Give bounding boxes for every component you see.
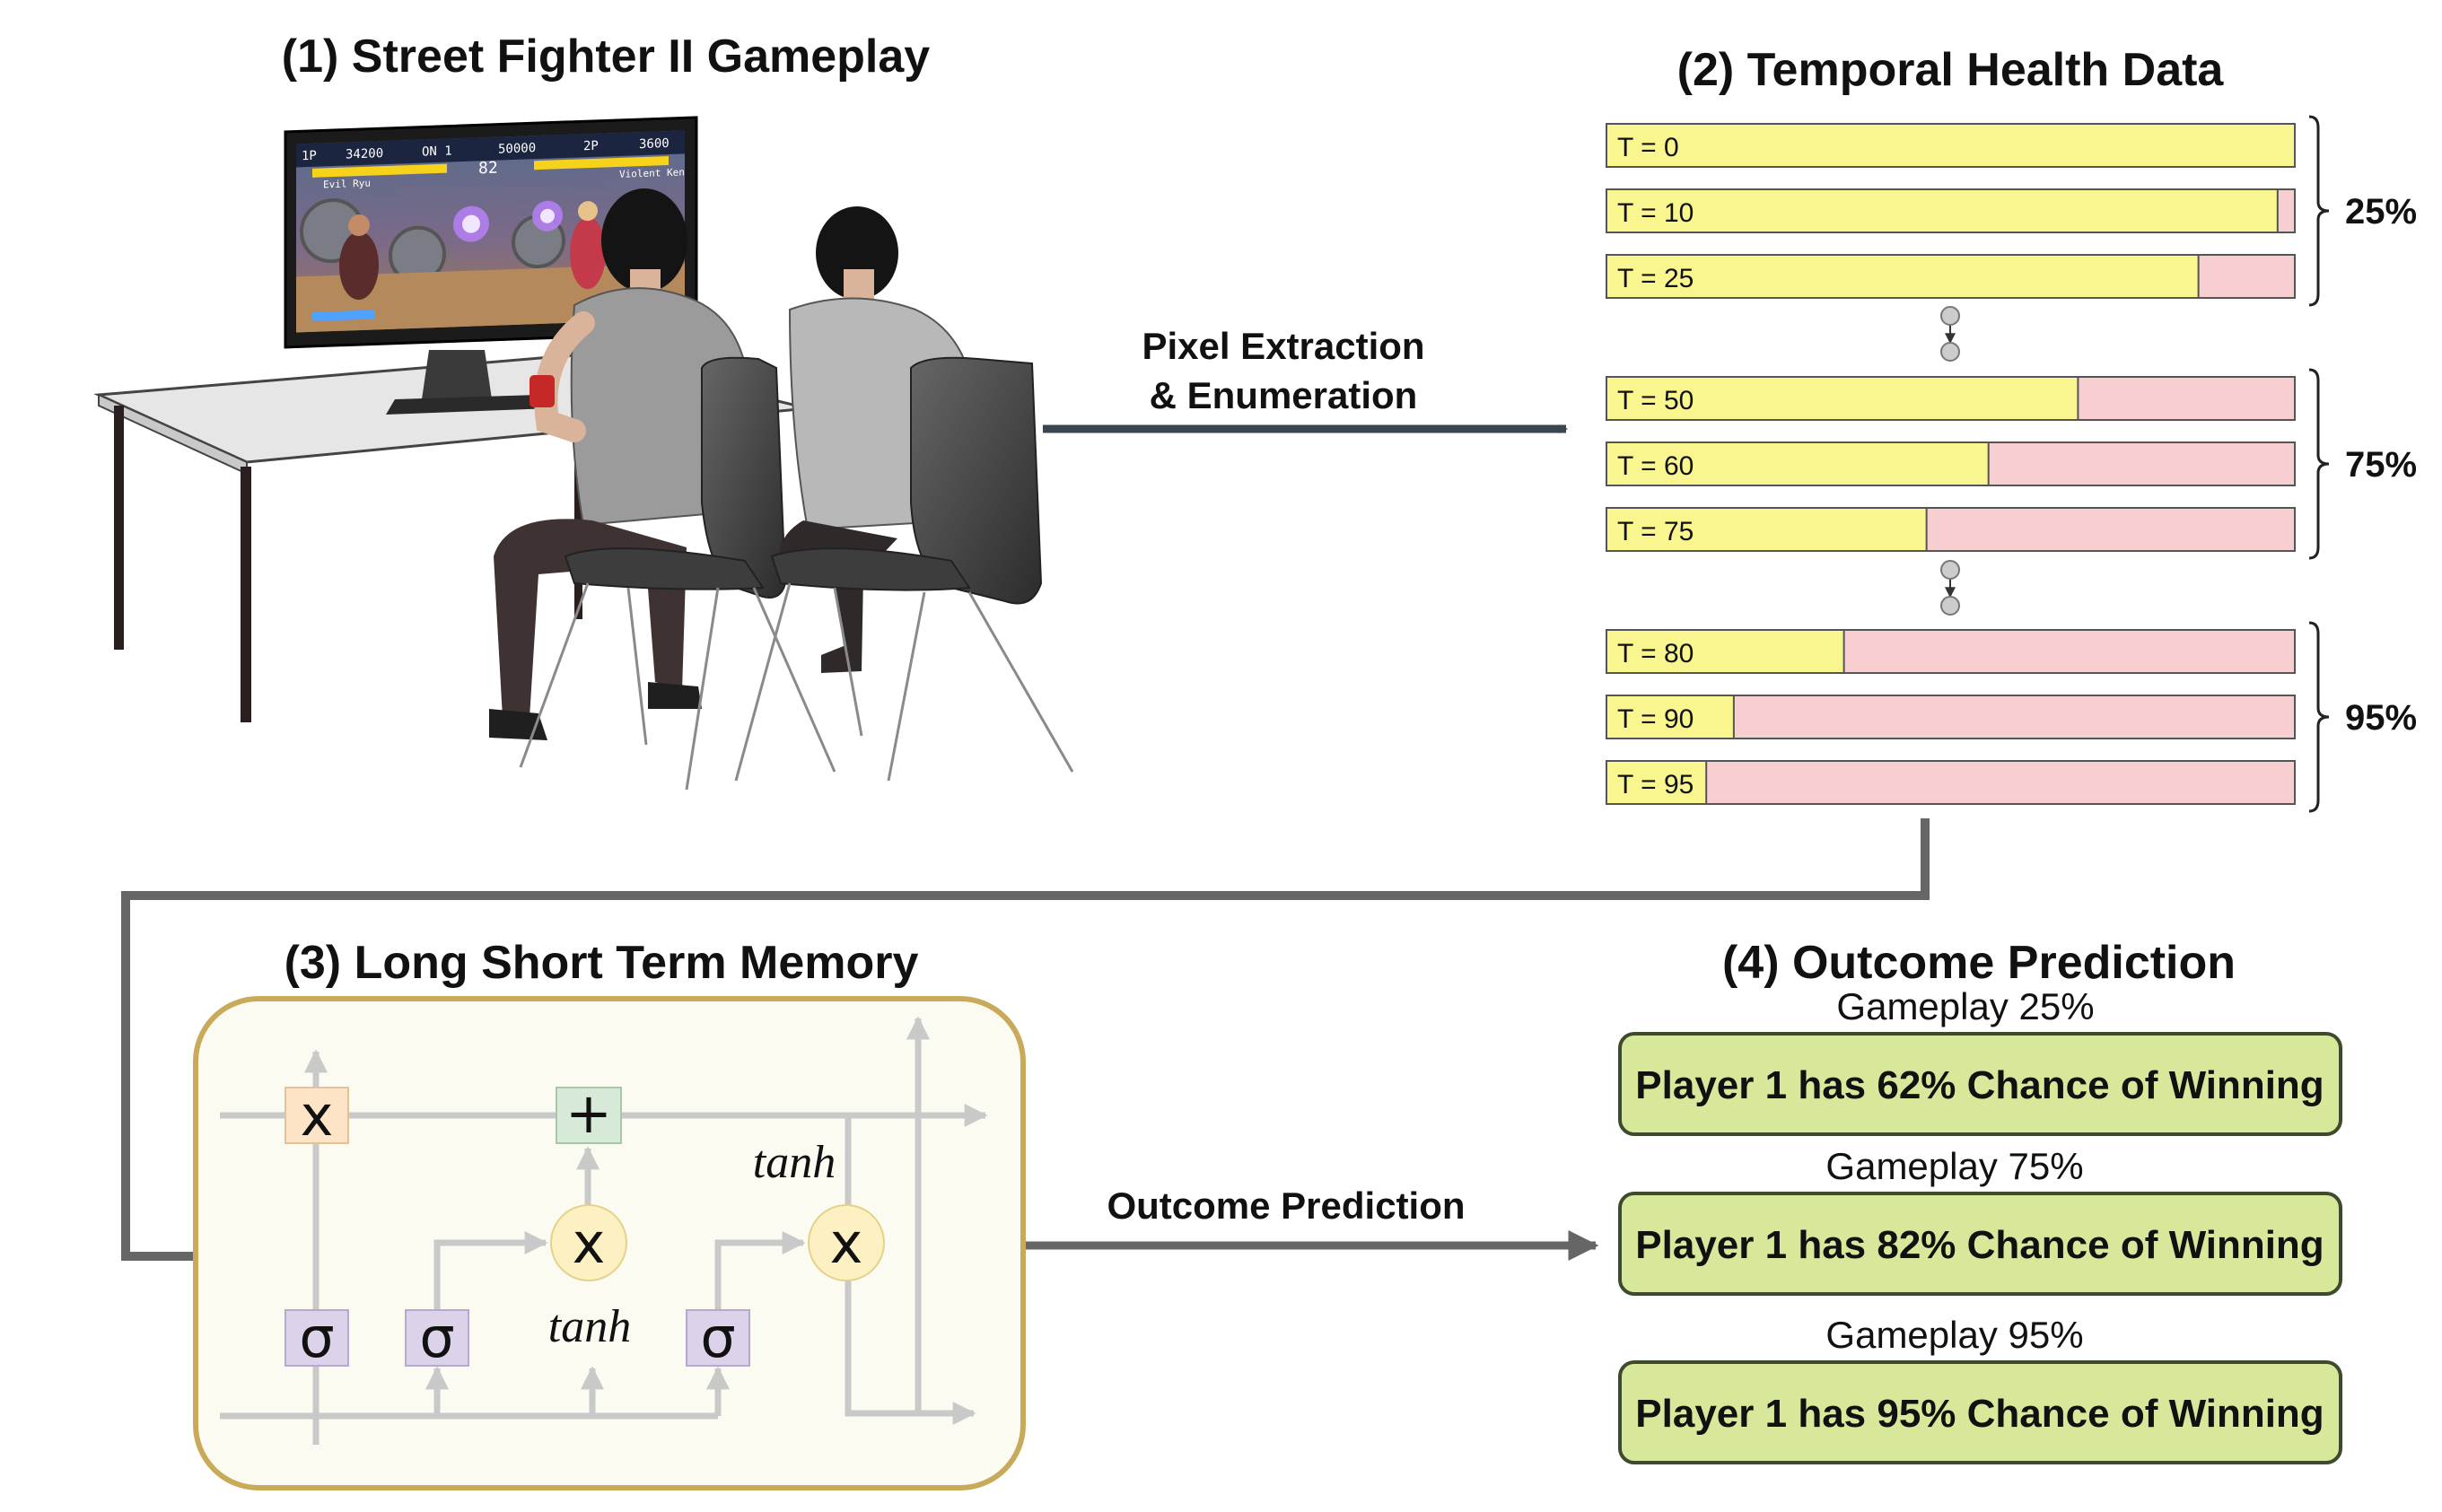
health-bars: T = 0 T = 10 T = 25 25% T = 50 T = 60 T = 75 75…: [1606, 115, 2417, 813]
group-percent-label: 25%: [2345, 192, 2417, 232]
prediction-caption: Gameplay 75%: [1825, 1145, 2083, 1187]
health-bar-label: T = 80: [1617, 639, 1694, 669]
connector-dot: [1940, 306, 1960, 326]
prediction-arrow-label: Outcome Prediction: [1107, 1184, 1465, 1227]
health-bar-fill: [1606, 441, 1990, 486]
connector-dot: [1940, 560, 1960, 580]
hud-timer: 82: [478, 159, 498, 179]
prediction-box: [1618, 1192, 2342, 1296]
forget-multiply-symbol: x: [301, 1083, 334, 1149]
health-bar-label: T = 0: [1617, 133, 1679, 162]
prediction-box: [1618, 1360, 2342, 1464]
input-multiply-node: [550, 1204, 627, 1281]
gameplay-title: (1) Street Fighter II Gameplay: [282, 31, 930, 83]
lstm-title: (3) Long Short Term Memory: [284, 937, 919, 989]
gameplay-illustration: 1P 34200 ON 1 50000 2P 3600 Evil Ryu Vio…: [93, 116, 1074, 791]
hud-p1-score: 34200: [346, 146, 383, 162]
prediction-arrow: Outcome Prediction: [1026, 1184, 1599, 1261]
hud-p2-score: 3600: [639, 136, 670, 152]
input-gate-sigma: [405, 1309, 469, 1367]
hud-p2-label: 2P: [583, 139, 599, 154]
candidate-tanh-label: tanh: [548, 1301, 631, 1352]
cell-tanh-label: tanh: [753, 1137, 836, 1188]
health-bar-label: T = 60: [1617, 451, 1694, 481]
health-bar-fill: [1606, 123, 2296, 168]
input-multiply-symbol: x: [573, 1210, 606, 1276]
outcome-title: (4) Outcome Prediction: [1722, 937, 2236, 989]
health-bar-label: T = 25: [1617, 264, 1694, 293]
output-multiply-symbol: x: [830, 1210, 863, 1276]
health-bar-label: T = 90: [1617, 704, 1694, 734]
cell-add-node: [556, 1087, 622, 1144]
health-connectors: [1940, 306, 1960, 616]
connector-dot: [1940, 596, 1960, 616]
group-bracket: [2308, 621, 2330, 813]
health-bar-fill: [1606, 760, 1708, 805]
input-gate-sigma-symbol: σ: [419, 1305, 454, 1370]
prediction-box: [1618, 1032, 2342, 1136]
extraction-arrow: Pixel Extraction & Enumeration: [1043, 325, 1568, 433]
health-bar-label: T = 10: [1617, 198, 1694, 228]
hud-hi-score: 50000: [498, 141, 536, 156]
health-bar-fill: [1606, 376, 2079, 421]
health-bar-fill: [1606, 629, 1845, 674]
health-to-lstm-connector: [121, 818, 1930, 1261]
output-gate-sigma-symbol: σ: [700, 1305, 735, 1370]
health-bar-track: [1606, 760, 2296, 805]
prediction-text: Player 1 has 95% Chance of Winning: [1635, 1392, 2324, 1436]
connector-dot: [1940, 342, 1960, 362]
extraction-label-line2: & Enumeration: [1150, 374, 1418, 416]
cell-add-symbol: +: [565, 1080, 612, 1146]
health-title: (2) Temporal Health Data: [1677, 44, 2225, 96]
hud-p1-label: 1P: [302, 149, 317, 164]
health-bar-fill: [1606, 254, 2200, 299]
health-bar-label: T = 75: [1617, 517, 1694, 546]
health-bar-fill: [1606, 695, 1735, 739]
prediction-caption: Gameplay 25%: [1836, 985, 2094, 1027]
output-gate-sigma: [686, 1309, 750, 1367]
health-bar-label: T = 95: [1617, 770, 1694, 800]
prediction-list: Gameplay 25% Player 1 has 62% Chance of …: [1618, 985, 2342, 1464]
prediction-text: Player 1 has 62% Chance of Winning: [1635, 1063, 2324, 1107]
group-bracket: [2308, 115, 2330, 307]
forget-multiply-node: [284, 1087, 349, 1144]
forget-gate-sigma: [284, 1309, 349, 1367]
prediction-caption: Gameplay 95%: [1825, 1314, 2083, 1356]
hud-p1-name: Evil Ryu: [323, 178, 371, 191]
lstm-cell: x + x x σ σ σ tanh tanh: [193, 996, 1026, 1490]
hud-credit: ON 1: [422, 144, 452, 159]
group-percent-label: 75%: [2345, 445, 2417, 485]
health-bar-label: T = 50: [1617, 386, 1694, 415]
output-multiply-node: [808, 1204, 885, 1281]
prediction-text: Player 1 has 82% Chance of Winning: [1635, 1223, 2324, 1267]
hud-p2-name: Violent Ken: [619, 166, 685, 180]
extraction-label-line1: Pixel Extraction: [1142, 325, 1424, 367]
group-percent-label: 95%: [2345, 698, 2417, 738]
health-bar-fill: [1606, 507, 1928, 552]
health-bar-fill: [1606, 188, 2279, 233]
group-bracket: [2308, 368, 2330, 560]
forget-gate-sigma-symbol: σ: [299, 1305, 334, 1370]
